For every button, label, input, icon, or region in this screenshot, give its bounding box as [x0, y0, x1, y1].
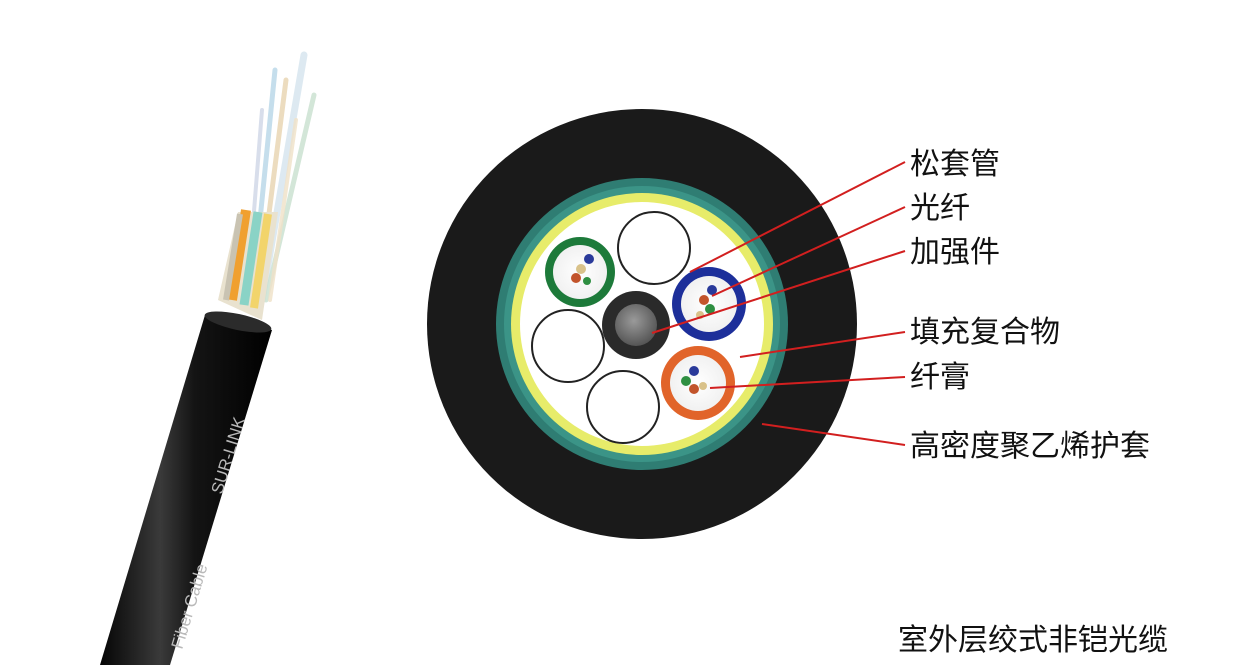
label-hdpe-sheath-leader-line: [761, 423, 906, 446]
label-loose-tube-leader-line: [689, 161, 906, 273]
label-fiber-gel-leader-line: [709, 376, 906, 389]
label-loose-tube: 松套管: [910, 147, 1000, 182]
filler-rod: [531, 309, 605, 383]
label-hdpe-sheath: 高密度聚乙烯护套: [910, 429, 1150, 464]
label-filling-compound-leader-line: [739, 331, 906, 358]
label-strength-member: 加强件: [910, 235, 1000, 270]
loose-tube-orange: [661, 346, 735, 420]
tube-bundle: [218, 209, 278, 320]
filler-rod: [617, 211, 691, 285]
label-filling-compound: 填充复合物: [910, 315, 1060, 350]
label-strength-member-leader-line: [651, 250, 906, 334]
loose-tube-blue: [672, 267, 746, 341]
label-fiber: 光纤: [910, 191, 970, 226]
cable-jacket: [100, 315, 272, 665]
label-fiber-gel: 纤膏: [910, 360, 970, 395]
filler-rod: [586, 370, 660, 444]
loose-tube-green: [545, 237, 615, 307]
diagram-caption: 室外层绞式非铠光缆: [898, 623, 1168, 658]
strength-member: [615, 304, 657, 346]
label-fiber-leader-line: [711, 206, 906, 297]
cable-cross-section: [427, 109, 857, 539]
cable-photo: SUR-LINK Fiber Cable: [100, 51, 317, 665]
